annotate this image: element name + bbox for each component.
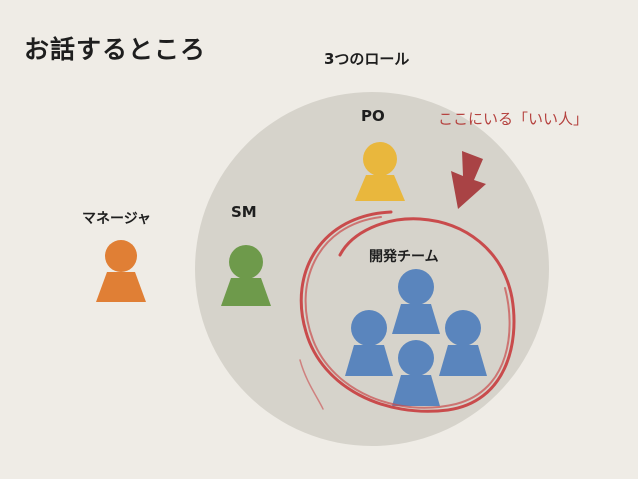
page-title: お話するところ <box>24 35 207 64</box>
arrow-down-icon <box>451 151 486 209</box>
manager-label: マネージャ <box>82 211 152 227</box>
team-member-figure <box>392 269 440 334</box>
po-figure <box>355 142 405 201</box>
roles-label: 3つのロール <box>324 50 410 68</box>
team-label: 開発チーム <box>369 249 439 265</box>
sm-label: SM <box>231 203 257 221</box>
team-member-figure <box>392 340 440 406</box>
manager-figure <box>96 240 146 302</box>
team-highlight-loop <box>299 210 516 413</box>
callout-text: ここにいる「いい人」 <box>438 110 589 128</box>
po-label: PO <box>361 107 385 125</box>
team-member-figure <box>439 310 487 376</box>
sm-figure <box>221 245 271 306</box>
team-member-figure <box>345 310 393 376</box>
